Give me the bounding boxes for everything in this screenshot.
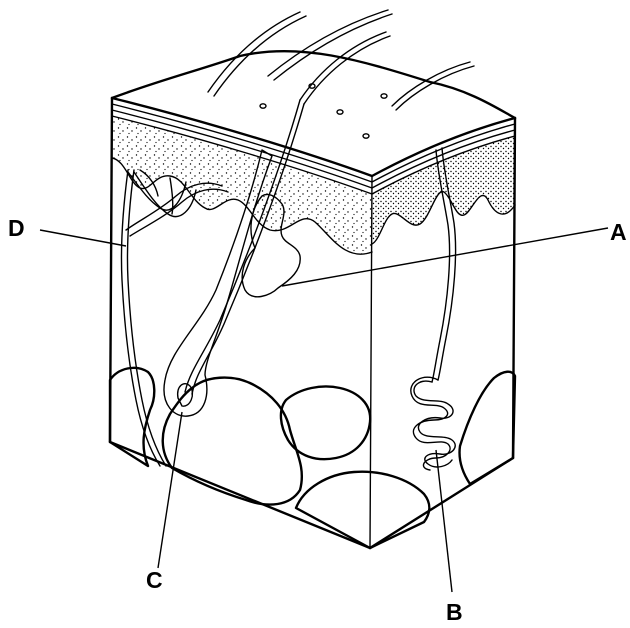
surface-hairs xyxy=(208,10,474,110)
label-d: D xyxy=(8,215,25,241)
skin-pores xyxy=(260,84,387,138)
leader-lines xyxy=(40,228,608,592)
label-a: A xyxy=(610,219,627,245)
label-b: B xyxy=(446,599,463,625)
subcutaneous-fat xyxy=(110,368,515,548)
leader-line-c xyxy=(158,412,182,568)
leader-line-d xyxy=(40,230,126,246)
blood-vessels xyxy=(121,170,228,466)
label-c: C xyxy=(146,567,163,593)
leader-line-b xyxy=(436,450,452,592)
